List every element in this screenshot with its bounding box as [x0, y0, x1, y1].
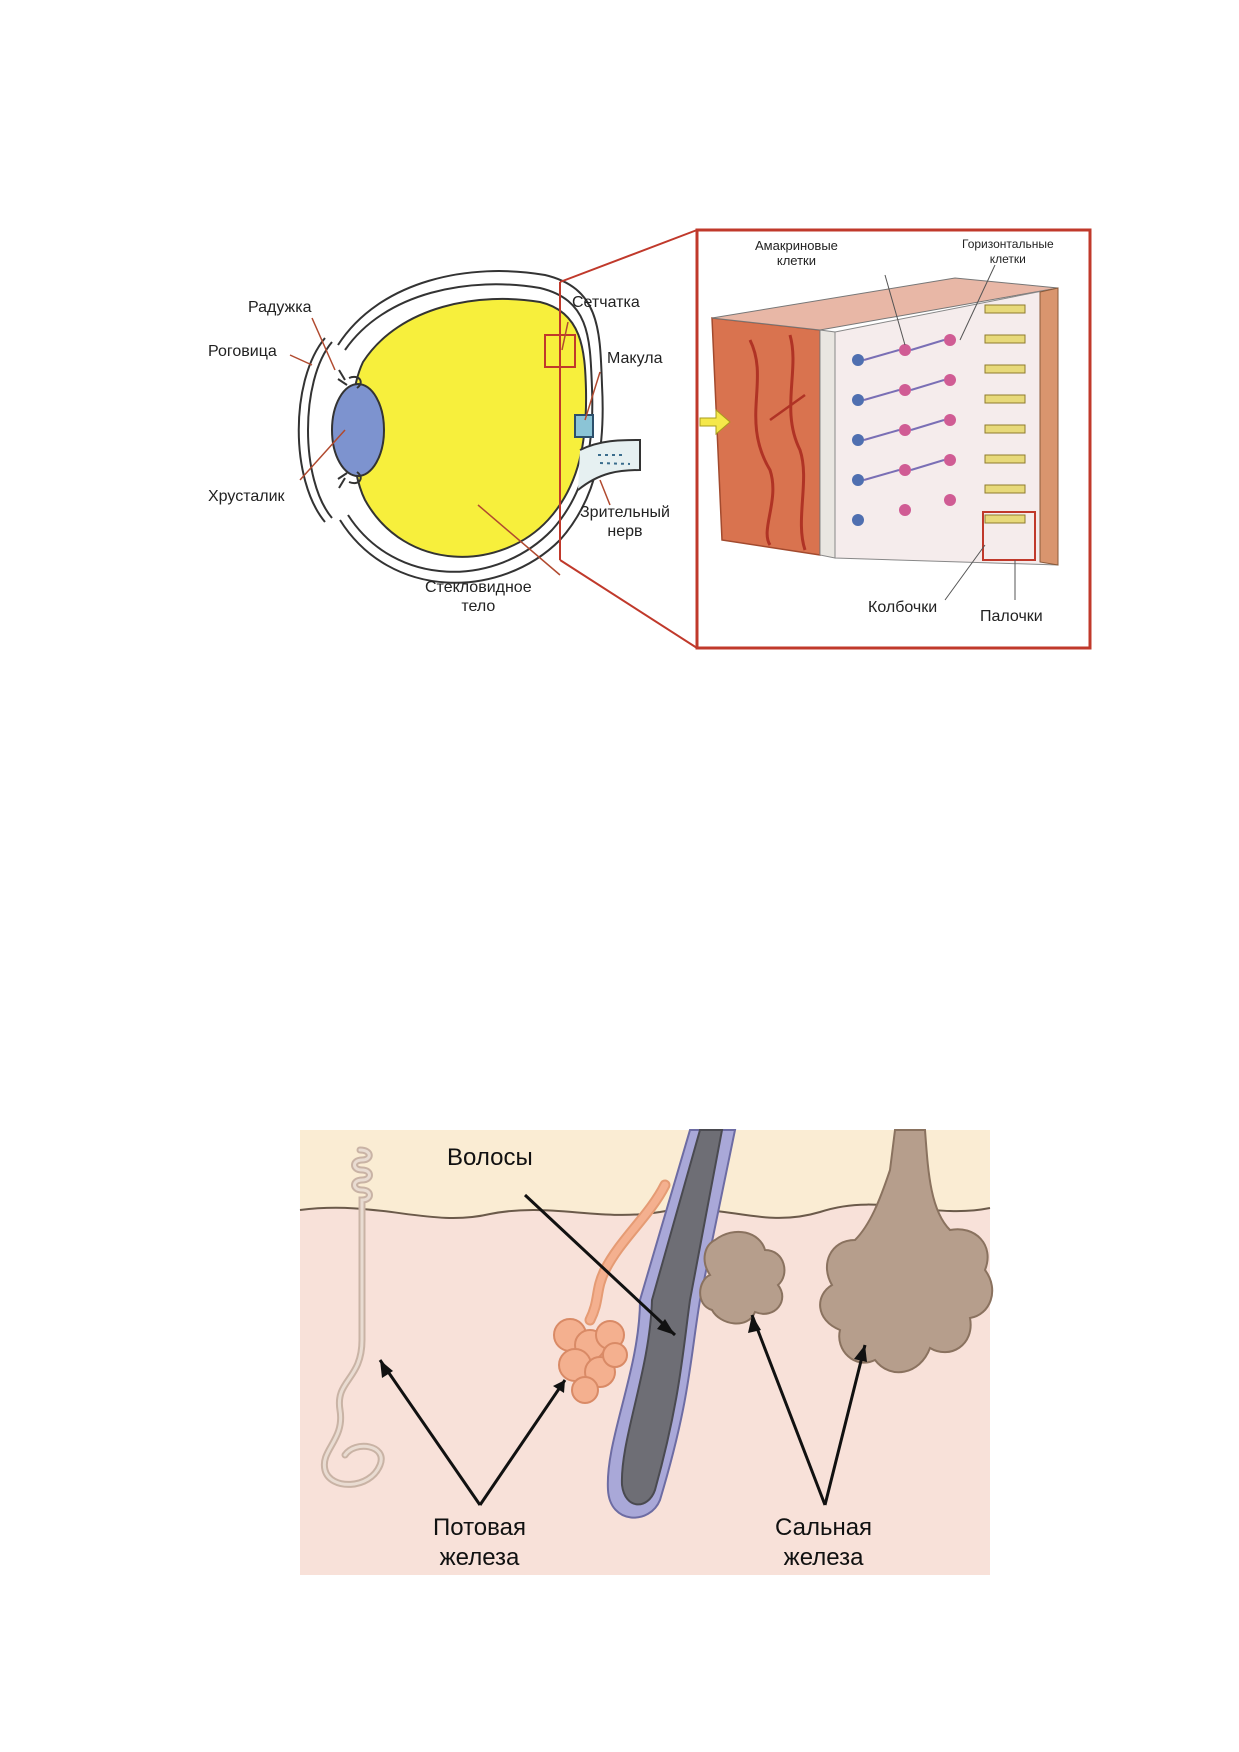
label-vitreous-body: Стекловидное тело [425, 579, 532, 615]
vitreous-body [350, 297, 588, 558]
label-cornea: Роговица [208, 343, 277, 360]
pointer-arrows [378, 1193, 867, 1506]
label-optic-nerve: Зрительный нерв [580, 504, 670, 540]
sweat-gland-coil [553, 1318, 628, 1404]
label-amacrine-cells: Амакриновые клетки [755, 238, 838, 268]
label-retina: Сетчатка [572, 294, 640, 311]
label-horizontal-cells: Горизонтальные клетки [962, 237, 1054, 266]
retina-detail [695, 228, 1092, 650]
label-sebaceous-gland: Сальная железа [775, 1514, 873, 1571]
lens [331, 383, 385, 477]
label-cones: Колбочки [868, 599, 938, 616]
zoom-connector [559, 229, 698, 649]
epidermis [300, 1130, 990, 1219]
label-sweat-gland: Потовая железа [433, 1514, 526, 1571]
sebaceous-gland-small [699, 1230, 786, 1325]
sebaceous-gland-large [819, 1129, 994, 1374]
label-lens: Хрусталик [208, 488, 285, 505]
label-rods: Палочки [980, 608, 1043, 625]
choroid-layer [711, 317, 821, 556]
eye-cross-section [289, 270, 641, 584]
label-hair: Волосы [447, 1144, 533, 1171]
skin-cross-section [299, 1129, 994, 1575]
macula-marker [574, 414, 594, 438]
label-iris: Радужка [248, 299, 312, 316]
label-macula: Макула [607, 350, 663, 367]
hair-shaft [620, 1129, 724, 1506]
light-direction-icon [699, 408, 731, 436]
